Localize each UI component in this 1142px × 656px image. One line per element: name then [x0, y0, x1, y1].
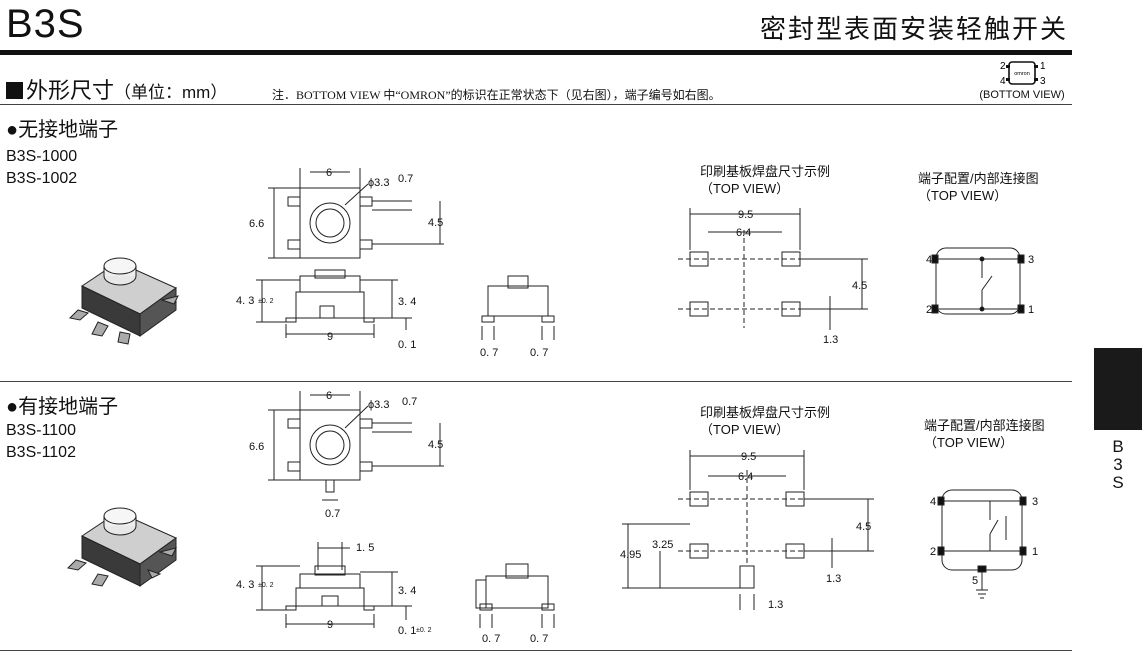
- group1-pcb-pattern: [678, 208, 868, 330]
- section-heading: 外形尺寸（单位：mm）: [6, 78, 227, 106]
- group1-pcb-title: 印刷基板焊盘尺寸示例（TOP VIEW）: [700, 164, 831, 196]
- group1-model-2: B3S-1002: [6, 170, 78, 187]
- g2-dim-side-h: 4. 3: [236, 579, 254, 591]
- g1-pcb-pad: 1.3: [823, 334, 838, 346]
- g2-dim-diameter: ϕ3.3: [368, 399, 389, 411]
- group2-title: ●有接地端子: [6, 396, 119, 418]
- header-rule: [0, 50, 1072, 55]
- group2-top-view: [268, 391, 444, 501]
- group2-pcb-pattern: [622, 450, 874, 610]
- g1-dim-end-a: 0. 7: [480, 347, 498, 359]
- g2-dim-pitch: 4.5: [428, 439, 443, 451]
- group-divider: [0, 381, 1072, 382]
- g2-pcb-offset: 3.25: [652, 539, 673, 551]
- g2-dim-height: 6.6: [249, 441, 264, 453]
- g1-dim-pitch: 4.5: [428, 217, 443, 229]
- g2-dim-gnd-w: 0.7: [325, 508, 340, 520]
- group2-conn-title: 端子配置/内部连接图（TOP VIEW）: [924, 418, 1045, 450]
- bv-pin-3: 3: [1040, 76, 1046, 87]
- g2-dim-base-tol: ±0. 2: [416, 627, 432, 634]
- g2-conn-pin-2: 2: [930, 546, 936, 558]
- g2-pcb-inner: 6.4: [738, 471, 753, 483]
- side-index-tab: [1094, 348, 1142, 430]
- bottom-view-label: (BOTTOM VIEW): [979, 89, 1065, 101]
- group2-pcb-title: 印刷基板焊盘尺寸示例（TOP VIEW）: [700, 405, 831, 437]
- g1-conn-pin-3: 3: [1028, 254, 1034, 266]
- group1-side-view: [256, 269, 412, 338]
- footer-divider: [0, 650, 1072, 651]
- group2-product-image: [66, 507, 177, 587]
- group1-model-1: B3S-1000: [6, 148, 78, 165]
- page-subtitle: 密封型表面安装轻触开关: [759, 14, 1068, 44]
- group1-product-image: [68, 257, 179, 345]
- g1-dim-side-h: 4. 3: [236, 295, 254, 307]
- g1-dim-end-b: 0. 7: [530, 347, 548, 359]
- side-index-letters: B 3 S: [1112, 437, 1124, 492]
- g2-dim-base: 0. 1: [398, 625, 416, 637]
- bottom-view-diagram: 2 1 4 3 omron: [1000, 61, 1046, 87]
- g2-conn-pin-4: 4: [930, 496, 936, 508]
- g1-pcb-pitch: 4.5: [852, 280, 867, 292]
- g2-conn-pin-5: 5: [972, 575, 978, 587]
- g1-conn-pin-4: 4: [926, 254, 932, 266]
- g2-pcb-pitch: 4.5: [856, 521, 871, 533]
- g2-pcb-gnd-pad: 1.3: [768, 599, 783, 611]
- group1-end-view: [481, 275, 555, 340]
- g1-pcb-outer: 9.5: [738, 209, 753, 221]
- g2-dim-top-width: 6: [326, 390, 332, 402]
- group2-side-view: [256, 542, 412, 628]
- group2-model-2: B3S-1102: [6, 444, 76, 461]
- omron-logo: omron: [1014, 71, 1030, 77]
- g2-dim-tol: ±0. 2: [258, 582, 274, 589]
- g1-dim-top-width: 6: [326, 167, 332, 179]
- g1-dim-diameter: ϕ3.3: [368, 177, 389, 189]
- section-title: 外形尺寸: [26, 78, 115, 103]
- g2-dim-end-b: 0. 7: [530, 633, 548, 645]
- square-bullet-icon: [6, 82, 23, 99]
- g2-pcb-outer: 9.5: [741, 451, 756, 463]
- g1-dim-height: 6.6: [249, 218, 264, 230]
- g2-dim-end-a: 0. 7: [482, 633, 500, 645]
- bv-pin-2: 2: [1000, 61, 1006, 72]
- section-unit: （单位：mm）: [114, 83, 228, 102]
- section-divider: [0, 104, 1072, 105]
- bv-pin-1: 1: [1040, 61, 1046, 72]
- group2-model-1: B3S-1100: [6, 422, 76, 439]
- section-note: 注．BOTTOM VIEW 中“OMRON”的标识在正常状态下（见右图），端子编…: [272, 88, 721, 102]
- group1-top-view: [268, 168, 444, 259]
- g1-dim-total-w: 9: [327, 331, 333, 343]
- g2-pcb-overall: 4.95: [620, 549, 641, 561]
- g1-conn-pin-2: 2: [926, 304, 932, 316]
- g1-pcb-inner: 6.4: [736, 227, 751, 239]
- drawings-layer: 6 ϕ3.3 0.7 6.6 4.5 4. 3 ±0. 2 3. 4 9 0. …: [66, 167, 1038, 645]
- g2-conn-pin-1: 1: [1032, 546, 1038, 558]
- bv-pin-4: 4: [1000, 76, 1006, 87]
- g1-conn-pin-1: 1: [1028, 304, 1034, 316]
- g2-pcb-pad: 1.3: [826, 573, 841, 585]
- group1-conn-title: 端子配置/内部连接图（TOP VIEW）: [918, 171, 1039, 203]
- g1-dim-body-h: 3. 4: [398, 296, 416, 308]
- group1-title: ●无接地端子: [6, 119, 119, 141]
- group2-conn-diagram: [937, 489, 1027, 599]
- g2-dim-total-w: 9: [327, 619, 333, 631]
- g2-dim-body-h: 3. 4: [398, 585, 416, 597]
- g2-conn-pin-3: 3: [1032, 496, 1038, 508]
- g1-dim-base: 0. 1: [398, 339, 416, 351]
- g2-dim-pin-w: 0.7: [402, 396, 417, 408]
- page-title: B3S: [6, 2, 85, 46]
- group2-end-view: [475, 563, 555, 628]
- g1-dim-pin-w: 0.7: [398, 173, 413, 185]
- g1-dim-tol: ±0. 2: [258, 298, 274, 305]
- group1-conn-diagram: [931, 247, 1025, 315]
- g2-dim-gnd-pitch: 1. 5: [356, 542, 374, 554]
